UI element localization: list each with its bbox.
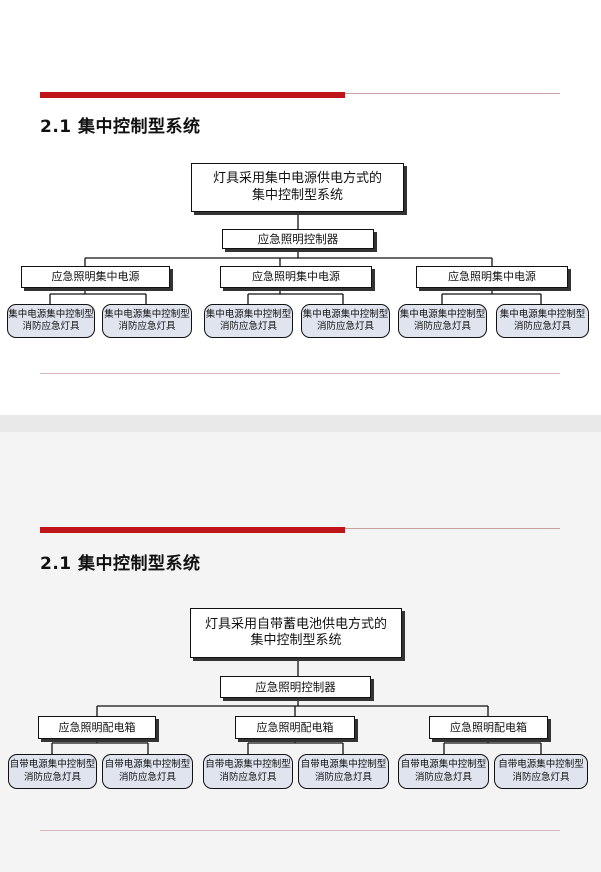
connector-lines [49,212,542,304]
luminaire-line2: 消防应急灯具 [513,321,571,332]
power-source-box: 应急照明集中电源 [416,266,568,288]
slide-2: 2.1 集中控制型系统 灯具采用自带蓄电池供电方式的 集中控制型系统 应急照明控… [0,432,601,872]
luminaire-line2: 消防应急灯具 [118,321,176,332]
luminaire-line1: 自带电源集中控制型 [205,759,291,771]
luminaire-line1: 集中电源集中控制型 [499,308,586,320]
header-accent-bar [40,92,345,98]
luminaire-line1: 自带电源集中控制型 [9,759,96,771]
section-title: 2.1 集中控制型系统 [40,117,201,137]
system-title-line2: 集中控制型系统 [250,633,342,648]
luminaire-line1: 自带电源集中控制型 [498,759,584,771]
luminaire-node: 集中电源集中控制型 消防应急灯具 [496,304,589,338]
section-title: 2.1 集中控制型系统 [40,554,201,574]
luminaire-line1: 自带电源集中控制型 [400,759,487,771]
luminaire-line2: 消防应急灯具 [23,771,81,783]
luminaire-line2: 消防应急灯具 [219,321,277,332]
luminaire-line1: 自带电源集中控制型 [300,759,387,771]
luminaire-node: 集中电源集中控制型 消防应急灯具 [102,304,192,338]
system-title-box: 灯具采用集中电源供电方式的 集中控制型系统 [191,163,404,212]
luminaire-line1: 集中电源集中控制型 [8,308,94,320]
luminaire-line2: 消防应急灯具 [413,321,471,332]
luminaire-node: 自带电源集中控制型 消防应急灯具 [102,754,193,789]
luminaire-line2: 消防应急灯具 [314,771,372,783]
luminaire-node: 自带电源集中控制型 消防应急灯具 [398,754,489,789]
luminaire-node: 集中电源集中控制型 消防应急灯具 [398,304,487,338]
connector-lines [51,658,542,754]
system-title-line2: 集中控制型系统 [251,187,343,203]
luminaire-node: 自带电源集中控制型 消防应急灯具 [298,754,389,789]
luminaire-node: 集中电源集中控制型 消防应急灯具 [204,304,293,338]
luminaire-line2: 消防应急灯具 [22,321,80,332]
luminaire-line2: 消防应急灯具 [512,771,570,783]
luminaire-line1: 集中电源集中控制型 [104,308,190,320]
controller-box: 应急照明控制器 [220,676,371,698]
slide-1: 2.1 集中控制型系统 灯具采用集中电源供电方式的 集中控制型系统 应急照明控制… [0,0,601,415]
footer-rule [40,373,560,374]
header-accent-bar [40,527,345,533]
luminaire-line2: 消防应急灯具 [316,321,374,332]
luminaire-line1: 集中电源集中控制型 [399,308,486,320]
power-source-box: 应急照明集中电源 [220,266,372,288]
controller-box: 应急照明控制器 [222,229,374,249]
luminaire-node: 自带电源集中控制型 消防应急灯具 [8,754,97,789]
power-source-box: 应急照明集中电源 [21,266,170,288]
distribution-box: 应急照明配电箱 [235,716,355,739]
luminaire-line2: 消防应急灯具 [118,771,176,783]
luminaire-line1: 集中电源集中控制型 [302,308,389,320]
system-title-line1: 灯具采用自带蓄电池供电方式的 [204,616,387,632]
system-title-line1: 灯具采用集中电源供电方式的 [212,171,382,187]
luminaire-node: 自带电源集中控制型 消防应急灯具 [494,754,588,789]
luminaire-line2: 消防应急灯具 [219,771,277,783]
luminaire-line1: 集中电源集中控制型 [205,308,292,320]
luminaire-node: 集中电源集中控制型 消防应急灯具 [7,304,95,338]
system-title-box: 灯具采用自带蓄电池供电方式的 集中控制型系统 [190,608,402,658]
distribution-box: 应急照明配电箱 [38,716,156,739]
luminaire-node: 自带电源集中控制型 消防应急灯具 [203,754,293,789]
luminaire-line1: 自带电源集中控制型 [104,759,191,771]
distribution-box: 应急照明配电箱 [429,716,548,739]
luminaire-node: 集中电源集中控制型 消防应急灯具 [301,304,390,338]
footer-rule [40,830,560,831]
luminaire-line2: 消防应急灯具 [414,771,472,783]
